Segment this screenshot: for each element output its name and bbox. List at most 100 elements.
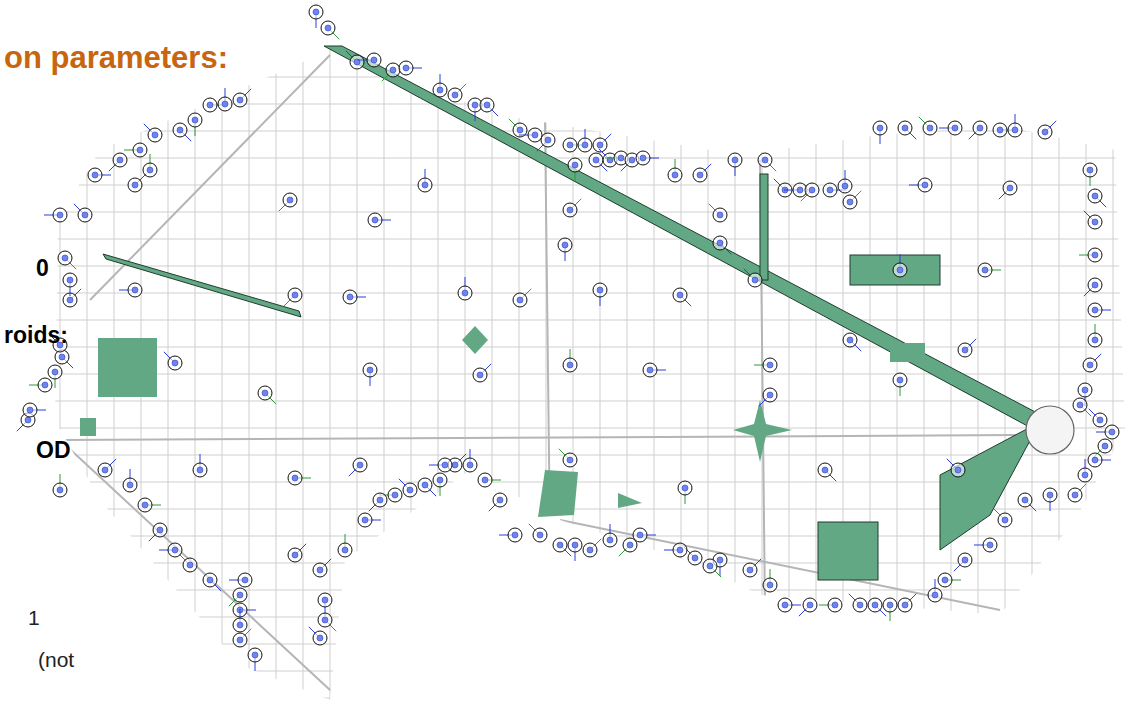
centroid-ring: [893, 263, 907, 277]
centroid-dot: [627, 542, 633, 548]
centroid-ring: [778, 598, 792, 612]
centroid-dot: [482, 477, 488, 483]
street: [681, 40, 682, 700]
centroid-ring: [951, 463, 965, 477]
street: [168, 40, 169, 700]
centroid-ring: [1088, 453, 1102, 467]
centroid-dot: [52, 369, 58, 375]
centroid-ring: [958, 553, 972, 567]
corridor-band: [103, 254, 301, 317]
centroid-ring: [633, 528, 647, 542]
centroid-ring: [1088, 303, 1102, 317]
centroid-ring: [1073, 398, 1087, 412]
centroid-ring: [893, 373, 907, 387]
centroid-ring: [203, 573, 217, 587]
centroid-ring: [438, 458, 452, 472]
centroid-dot: [477, 372, 483, 378]
centroid-ring: [318, 613, 332, 627]
centroid-dot: [1092, 193, 1098, 199]
centroid-dot: [1007, 185, 1013, 191]
street: [978, 40, 979, 700]
centroid-ring: [123, 478, 137, 492]
centroid-dot: [797, 187, 803, 193]
centroid-dot: [767, 392, 773, 398]
centroid-ring: [1083, 358, 1097, 372]
centroid-ring: [923, 121, 937, 135]
centroid-ring: [1078, 383, 1092, 397]
centroid-dot: [142, 502, 148, 508]
centroid-ring: [388, 488, 402, 502]
centroid-ring: [568, 158, 582, 172]
centroid-ring: [433, 473, 447, 487]
centroid-ring: [843, 195, 857, 209]
centroid-dot: [877, 125, 883, 131]
centroid-ring: [321, 21, 335, 35]
centroid-dot: [437, 87, 443, 93]
centroid-ring: [493, 493, 507, 507]
centroid-ring: [973, 121, 987, 135]
centroid-dot: [362, 517, 368, 523]
centroid-ring: [993, 123, 1007, 137]
centroid-dot: [732, 157, 738, 163]
centroid-dot: [25, 417, 31, 423]
centroid-dot: [672, 172, 678, 178]
centroid-ring: [353, 458, 367, 472]
centroid-dot: [1087, 362, 1093, 368]
street: [40, 590, 1130, 591]
centroid-dot: [717, 212, 723, 218]
roundabout: [1026, 406, 1074, 454]
corridor-band: [760, 174, 768, 280]
centroid-ring: [673, 543, 687, 557]
centroid-dot: [692, 555, 698, 561]
centroid-ring: [978, 263, 992, 277]
centroid-ring: [193, 463, 207, 477]
centroid-dot: [62, 255, 68, 261]
centroid-dot: [237, 622, 243, 628]
centroid-ring: [563, 358, 577, 372]
centroid-dot: [317, 567, 323, 573]
zone: [890, 343, 925, 362]
centroid-dot: [752, 277, 758, 283]
centroid-dot: [572, 542, 578, 548]
centroid-dot: [82, 212, 88, 218]
centroid-ring: [528, 128, 542, 142]
centroid-dot: [842, 183, 848, 189]
centroid-dot: [322, 617, 328, 623]
centroid-dot: [902, 602, 908, 608]
centroid-dot: [1092, 219, 1098, 225]
centroid-dot: [367, 367, 373, 373]
street: [438, 40, 439, 700]
centroid-ring: [1105, 425, 1119, 439]
street: [627, 40, 628, 700]
centroid-ring: [309, 5, 323, 19]
street: [40, 455, 1130, 456]
arterial: [60, 435, 1040, 440]
centroid-dot: [462, 290, 468, 296]
centroid-dot: [572, 162, 578, 168]
centroid-dot: [472, 102, 478, 108]
centroid-ring: [368, 213, 382, 227]
centroid-ring: [350, 55, 364, 69]
centroid-ring: [1018, 493, 1032, 507]
street: [411, 40, 412, 700]
centroid-dot: [567, 362, 573, 368]
street: [87, 40, 88, 700]
centroid-dot: [1092, 337, 1098, 343]
centroid-ring: [399, 61, 413, 75]
centroid-ring: [38, 378, 52, 392]
centroid-ring: [233, 93, 247, 107]
centroid-dot: [237, 592, 243, 598]
centroid-ring: [473, 368, 487, 382]
centroid-dot: [392, 492, 398, 498]
centroid-dot: [287, 197, 293, 203]
street: [303, 40, 304, 700]
centroid-ring: [593, 283, 607, 297]
centroid-dot: [532, 132, 538, 138]
centroid-ring: [373, 493, 387, 507]
centroid-ring: [258, 386, 272, 400]
centroid-ring: [233, 588, 247, 602]
centroid-dot: [977, 125, 983, 131]
centroid-ring: [603, 533, 617, 547]
centroid-ring: [763, 388, 777, 402]
centroid-dot: [962, 557, 968, 563]
